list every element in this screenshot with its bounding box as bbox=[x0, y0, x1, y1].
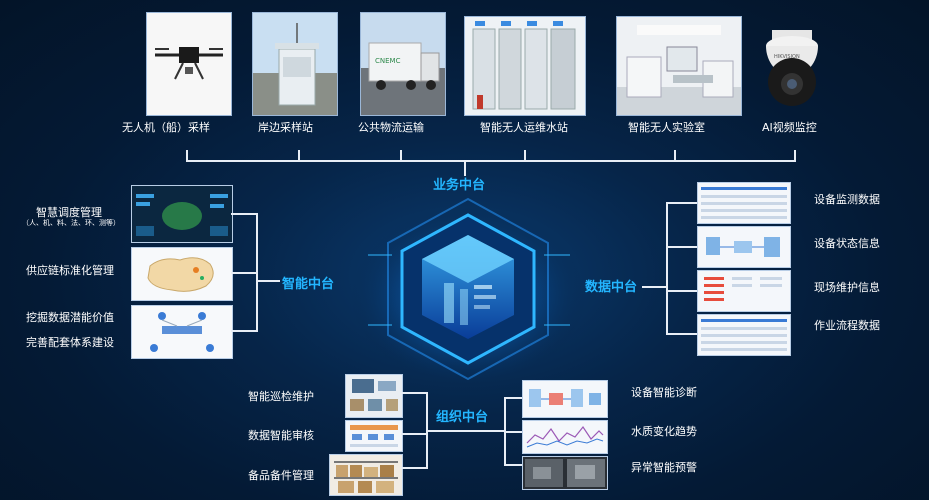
inspection-photo-icon bbox=[346, 375, 402, 417]
bottom-left-label-1: 数据智能审核 bbox=[248, 429, 314, 442]
alert-list-icon bbox=[698, 271, 790, 311]
truck-icon: CNEMC bbox=[361, 13, 445, 115]
mining-label: 挖掘数据潜能价值 bbox=[26, 311, 114, 324]
bottom-right-label-1: 水质变化趋势 bbox=[631, 425, 697, 438]
left-tick bbox=[231, 272, 258, 274]
bottom-connector bbox=[426, 430, 506, 432]
right-hub-connector bbox=[642, 286, 668, 288]
workflow-data-thumb bbox=[697, 314, 791, 356]
drone-icon bbox=[147, 13, 231, 115]
bottom-left-tick bbox=[401, 467, 428, 469]
right-tick bbox=[666, 333, 697, 335]
monitoring-data-thumb bbox=[697, 182, 791, 224]
bottom-left-label-2: 备品备件管理 bbox=[248, 469, 314, 482]
china-map-icon bbox=[132, 248, 232, 300]
right-label-3: 作业流程数据 bbox=[814, 319, 880, 332]
dispatch-sublabel: （人、机、料、法、环、测等） bbox=[22, 219, 120, 227]
diagnosis-diagram-icon bbox=[523, 381, 607, 417]
truck-photo: CNEMC bbox=[360, 12, 446, 116]
right-tick bbox=[666, 202, 697, 204]
spare-parts-thumb bbox=[329, 454, 403, 496]
right-tick bbox=[666, 290, 697, 292]
warning-thumb bbox=[522, 456, 608, 490]
svg-text:CNEMC: CNEMC bbox=[375, 57, 401, 65]
bottom-right-label-0: 设备智能诊断 bbox=[631, 386, 697, 399]
central-core-graphic bbox=[348, 185, 588, 385]
data-value-thumb bbox=[131, 305, 233, 359]
trend-line-icon bbox=[523, 421, 607, 453]
process-diagram-icon bbox=[698, 227, 790, 267]
top-tick bbox=[400, 150, 402, 162]
organization-hub-label: 组织中台 bbox=[436, 410, 489, 425]
top-label-2: 公共物流运输 bbox=[358, 121, 424, 134]
inspection-thumb bbox=[345, 374, 403, 418]
dispatch-label: 智慧调度管理 bbox=[36, 206, 102, 219]
top-label-5: AI视频监控 bbox=[762, 121, 817, 134]
maintenance-info-thumb bbox=[697, 270, 791, 312]
top-label-0: 无人机（船）采样 bbox=[122, 121, 210, 134]
water-station-icon bbox=[465, 17, 585, 115]
status-info-thumb bbox=[697, 226, 791, 268]
bottom-right-label-2: 异常智能预警 bbox=[631, 461, 697, 474]
left-tick bbox=[231, 213, 258, 215]
top-tick bbox=[298, 150, 300, 162]
shore-station-photo bbox=[252, 12, 338, 116]
diagnosis-thumb bbox=[522, 380, 608, 418]
right-label-0: 设备监测数据 bbox=[814, 193, 880, 206]
left-tick bbox=[231, 330, 258, 332]
top-center-connector bbox=[464, 162, 466, 176]
bottom-right-tick bbox=[504, 464, 522, 466]
drone-photo bbox=[146, 12, 232, 116]
camera-icon: HIKVISION bbox=[766, 30, 818, 106]
shore-station-icon bbox=[253, 13, 337, 115]
trend-thumb bbox=[522, 420, 608, 454]
lab-photo bbox=[616, 16, 742, 116]
video-warning-icon bbox=[523, 457, 607, 489]
dashboard-map-icon bbox=[132, 186, 232, 242]
bottom-left-tick bbox=[401, 433, 428, 435]
business-hub-label: 业务中台 bbox=[433, 178, 486, 193]
warehouse-shelf-icon bbox=[330, 455, 402, 495]
top-bracket-horizontal bbox=[186, 160, 796, 162]
top-tick bbox=[524, 150, 526, 162]
review-flow-icon bbox=[346, 421, 402, 451]
left-hub-connector bbox=[256, 280, 280, 282]
dispatch-dashboard-thumb bbox=[131, 185, 233, 243]
system-label: 完善配套体系建设 bbox=[26, 336, 114, 349]
top-tick bbox=[186, 150, 188, 162]
flow-chart-icon bbox=[132, 306, 232, 358]
supply-map-thumb bbox=[131, 247, 233, 301]
top-tick bbox=[674, 150, 676, 162]
svg-text:HIKVISION: HIKVISION bbox=[774, 54, 800, 60]
intelligent-hub-label: 智能中台 bbox=[282, 277, 335, 292]
top-label-4: 智能无人实验室 bbox=[628, 121, 705, 134]
right-label-1: 设备状态信息 bbox=[814, 237, 880, 250]
camera-photo: HIKVISION bbox=[752, 30, 832, 114]
bottom-left-tick bbox=[401, 392, 428, 394]
bottom-right-tick bbox=[504, 397, 522, 399]
right-tick bbox=[666, 246, 697, 248]
bottom-right-tick bbox=[504, 431, 522, 433]
data-hub-label: 数据中台 bbox=[585, 280, 638, 295]
right-bracket-vertical bbox=[666, 202, 668, 334]
bottom-left-label-0: 智能巡检维护 bbox=[248, 390, 314, 403]
top-label-3: 智能无人运维水站 bbox=[480, 121, 568, 134]
review-thumb bbox=[345, 420, 403, 452]
right-label-2: 现场维护信息 bbox=[814, 281, 880, 294]
supply-label: 供应链标准化管理 bbox=[26, 264, 114, 277]
water-station-photo bbox=[464, 16, 586, 116]
top-tick bbox=[794, 150, 796, 162]
top-label-1: 岸边采样站 bbox=[258, 121, 313, 134]
hexagon-core-icon bbox=[350, 197, 586, 382]
lab-icon bbox=[617, 17, 741, 115]
